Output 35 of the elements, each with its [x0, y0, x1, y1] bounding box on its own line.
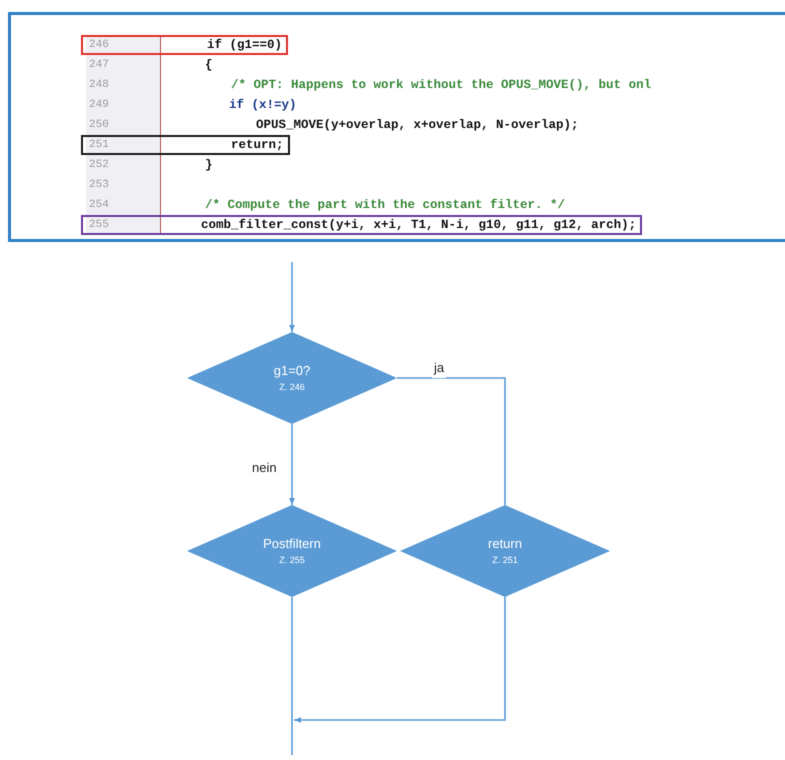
- highlight-box: [81, 35, 288, 55]
- code-line: if (x!=y): [229, 96, 297, 114]
- highlight-box: [81, 215, 642, 235]
- line-number: 253: [89, 178, 109, 193]
- line-number: 255: [89, 218, 109, 233]
- line-number: 251: [89, 138, 109, 153]
- code-line: /* Compute the part with the constant filter. */: [205, 196, 566, 214]
- line-number: 250: [89, 118, 109, 133]
- line-reference: Z. 251: [492, 554, 518, 566]
- connector-arrow: [289, 262, 295, 332]
- line-number: 252: [89, 158, 109, 173]
- connector-arrow: [294, 597, 506, 723]
- code-line: comb_filter_const(y+i, x+i, T1, N-i, g10, g11, g12, arch);: [201, 216, 636, 234]
- code-line: {: [205, 56, 213, 74]
- decision-diamond: [187, 505, 397, 597]
- line-number: 247: [89, 58, 109, 73]
- node-title: return: [488, 536, 522, 552]
- code-line: /* OPT: Happens to work without the OPUS_MOVE(), but onl: [231, 76, 652, 94]
- node-title: g1=0?: [274, 363, 310, 380]
- line-reference: Z. 246: [279, 382, 305, 393]
- decision-diamond: [187, 332, 397, 424]
- code-line: return;: [231, 136, 284, 154]
- line-number: 254: [89, 198, 109, 213]
- code-line: OPUS_MOVE(y+overlap, x+overlap, N-overlap);: [256, 116, 579, 134]
- code-editor-panel: [8, 12, 785, 242]
- code-line: }: [205, 156, 213, 174]
- node-title: Postfiltern: [263, 536, 321, 552]
- connector-arrow: [289, 424, 295, 505]
- code-line: if (g1==0): [207, 36, 282, 54]
- line-number: 246: [89, 38, 109, 53]
- decision-diamond: [400, 505, 610, 597]
- line-reference: Z. 255: [279, 554, 305, 566]
- line-number: 248: [89, 78, 109, 93]
- line-number: 249: [89, 98, 109, 113]
- highlight-box: [81, 135, 290, 155]
